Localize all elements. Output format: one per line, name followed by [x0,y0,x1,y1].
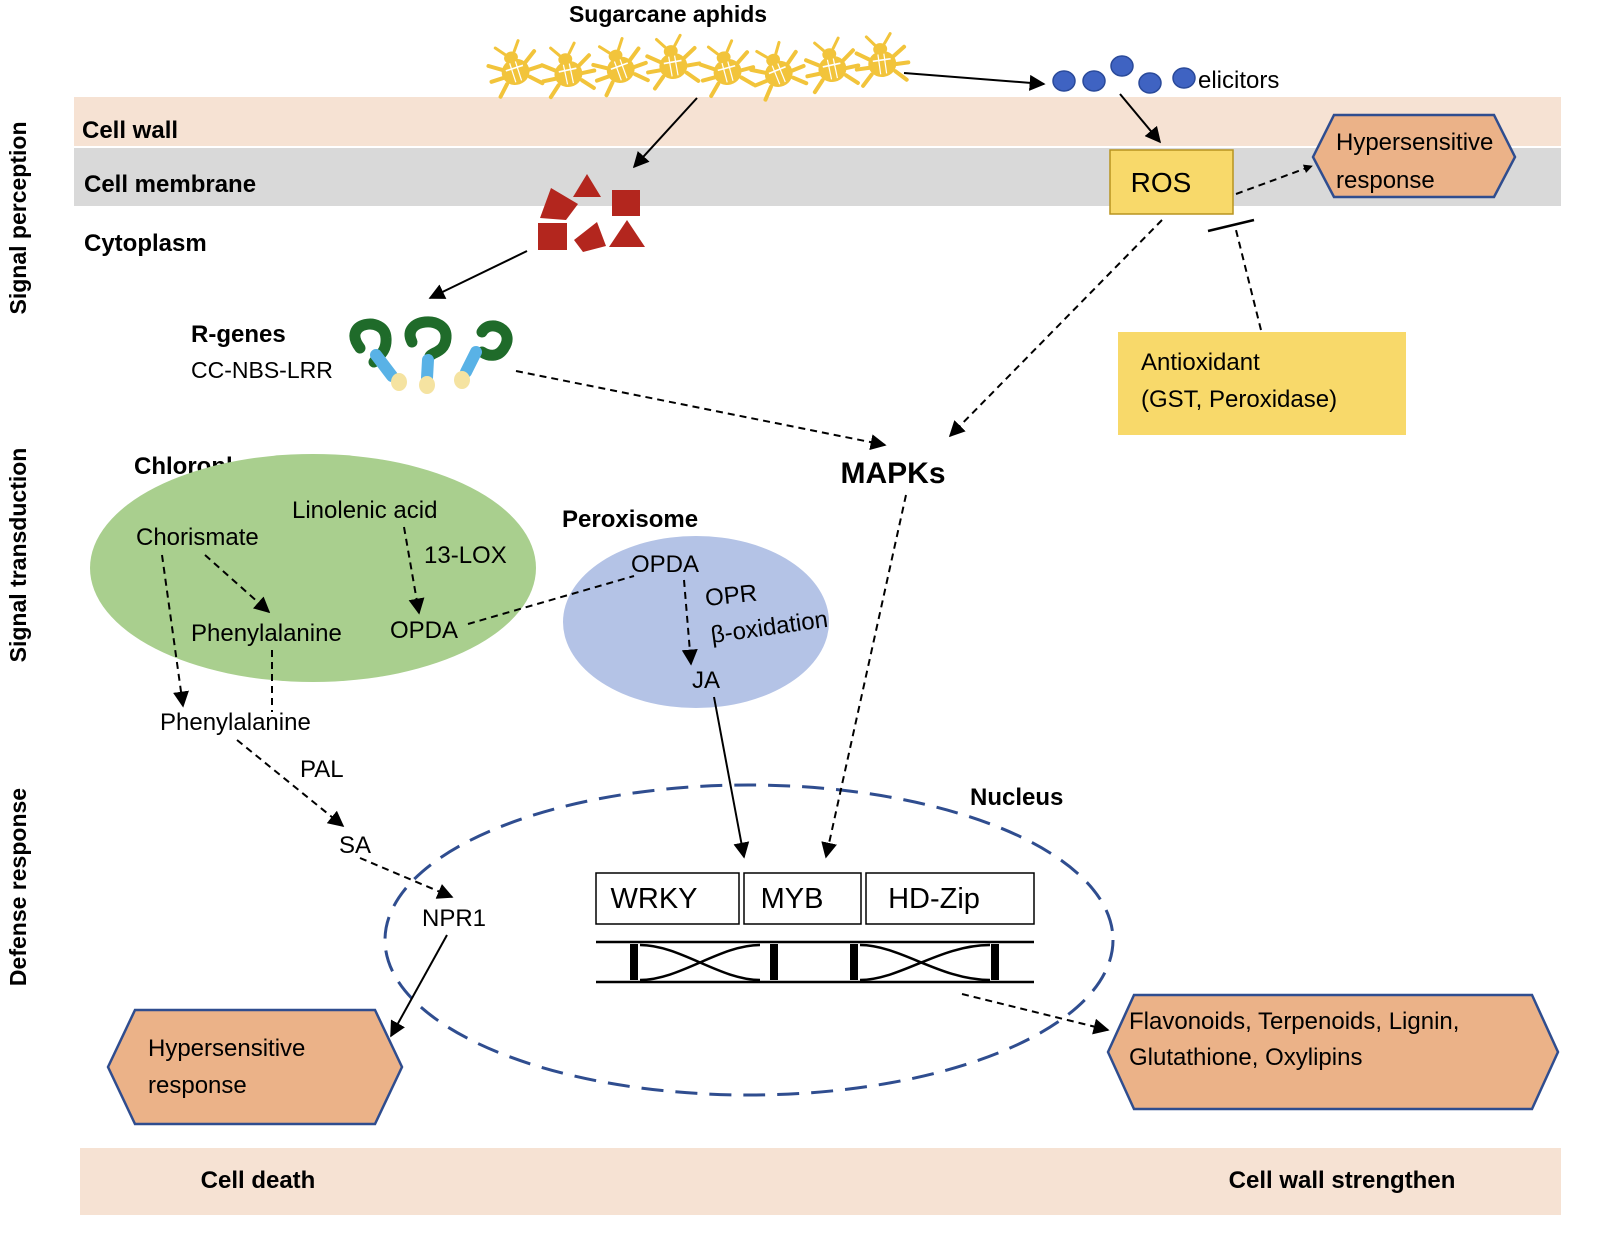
arrow-elicitors-to-ros [1119,93,1162,144]
cell-death-label: Cell death [201,1167,316,1194]
antioxidant-line2: (GST, Peroxidase) [1141,386,1337,413]
side-label-defense: Defense response [5,788,31,986]
aphids-title: Sugarcane aphids [569,1,767,27]
arrow-linolenic-to-opda [403,526,425,615]
effector-shapes-icon [538,174,645,252]
arrow-aphids-to-elicitors [903,72,1046,91]
tf-label-wrky: WRKY [611,883,698,915]
antioxidant-line1: Antioxidant [1141,349,1260,376]
side-label-transduction: Signal transduction [5,448,31,663]
arrow-phe-to-sa [236,739,345,828]
pal-label: PAL [300,756,344,783]
cell-wall-band [74,97,1561,146]
arrow-chorismate-to-phe [204,554,271,614]
arrow-chorismate-to-cytophe [161,554,189,708]
arrow-dna-to-metabolites [961,993,1110,1035]
tf-label-hdzip: HD-Zip [888,883,980,915]
cell-wall-label: Cell wall [82,117,178,144]
hr-bottom-hexagon [106,1008,404,1126]
lox-label: 13-LOX [424,542,507,569]
ros-box [1109,149,1234,215]
cytoplasm-label: Cytoplasm [84,230,207,257]
chloroplast-phenylalanine-label: Phenylalanine [191,620,342,647]
arrow-rgenes-to-mapks [515,370,887,451]
inhibition-bar [1207,218,1255,233]
metabolites-hexagon [1106,993,1560,1111]
arrow-ja-to-tf [713,696,750,859]
hr-top-line1: Hypersensitive [1336,129,1493,156]
metabolites-line2: Glutathione, Oxylipins [1129,1044,1362,1071]
side-label-perception: Signal perception [5,122,31,315]
hr-bottom-line2: response [148,1072,247,1099]
hr-top-line2: response [1336,167,1435,194]
aphid-group-icon [479,29,913,104]
arrow-mapks-to-tf [821,494,907,859]
arrow-sa-to-npr1 [359,857,454,899]
peroxisome-title: Peroxisome [562,506,698,533]
antioxidant-box [1118,332,1406,435]
cell-membrane-label: Cell membrane [84,171,256,198]
arrow-aphids-to-effectors [632,97,698,169]
ros-label: ROS [1131,167,1192,198]
tf-box-wrky [595,872,740,925]
arrow-effectors-to-rgenes [428,250,528,299]
chloroplast-ellipse [90,454,536,682]
nucleus-label: Nucleus [970,784,1063,811]
mapks-label: MAPKs [840,457,945,490]
arrow-ros-to-hr [1235,164,1313,195]
line-opda-to-peroxisome [467,575,635,625]
elicitors-label: elicitors [1198,67,1279,94]
cell-wall-strengthen-label: Cell wall strengthen [1229,1167,1456,1194]
tf-box-hdzip [865,872,1035,925]
arrow-ros-to-mapks [948,219,1163,438]
rgene-receptor-icon [349,316,513,394]
hr-bottom-line1: Hypersensitive [148,1035,305,1062]
sa-label: SA [339,832,371,859]
linolenic-label: Linolenic acid [292,497,437,524]
opr-label: OPR [704,580,759,612]
rgenes-subtitle: CC-NBS-LRR [191,357,333,383]
metabolites-line1: Flavonoids, Terpenoids, Lignin, [1129,1008,1459,1035]
chorismate-label: Chorismate [136,524,259,551]
peroxisome-opda-label: OPDA [631,551,699,578]
rgenes-title: R-genes [191,321,286,348]
arrows [161,72,1313,1038]
arrow-opda-to-ja [681,579,698,666]
cyto-phenylalanine-label: Phenylalanine [160,709,311,736]
chloroplast-opda-label: OPDA [390,617,458,644]
nucleus-ellipse [383,783,1115,1097]
dna-helix-icon [596,940,1034,984]
inhibit-antioxidant-ros [1234,225,1262,331]
bottom-band [80,1148,1561,1215]
ja-label: JA [692,667,720,694]
elicitor-dots-icon [1052,55,1196,94]
tf-label-myb: MYB [761,883,824,915]
npr1-label: NPR1 [422,905,486,932]
arrow-npr1-to-hr [390,934,448,1038]
peroxisome-ellipse [563,536,829,708]
tf-box-myb [743,872,862,925]
hr-top-hexagon [1311,113,1517,199]
